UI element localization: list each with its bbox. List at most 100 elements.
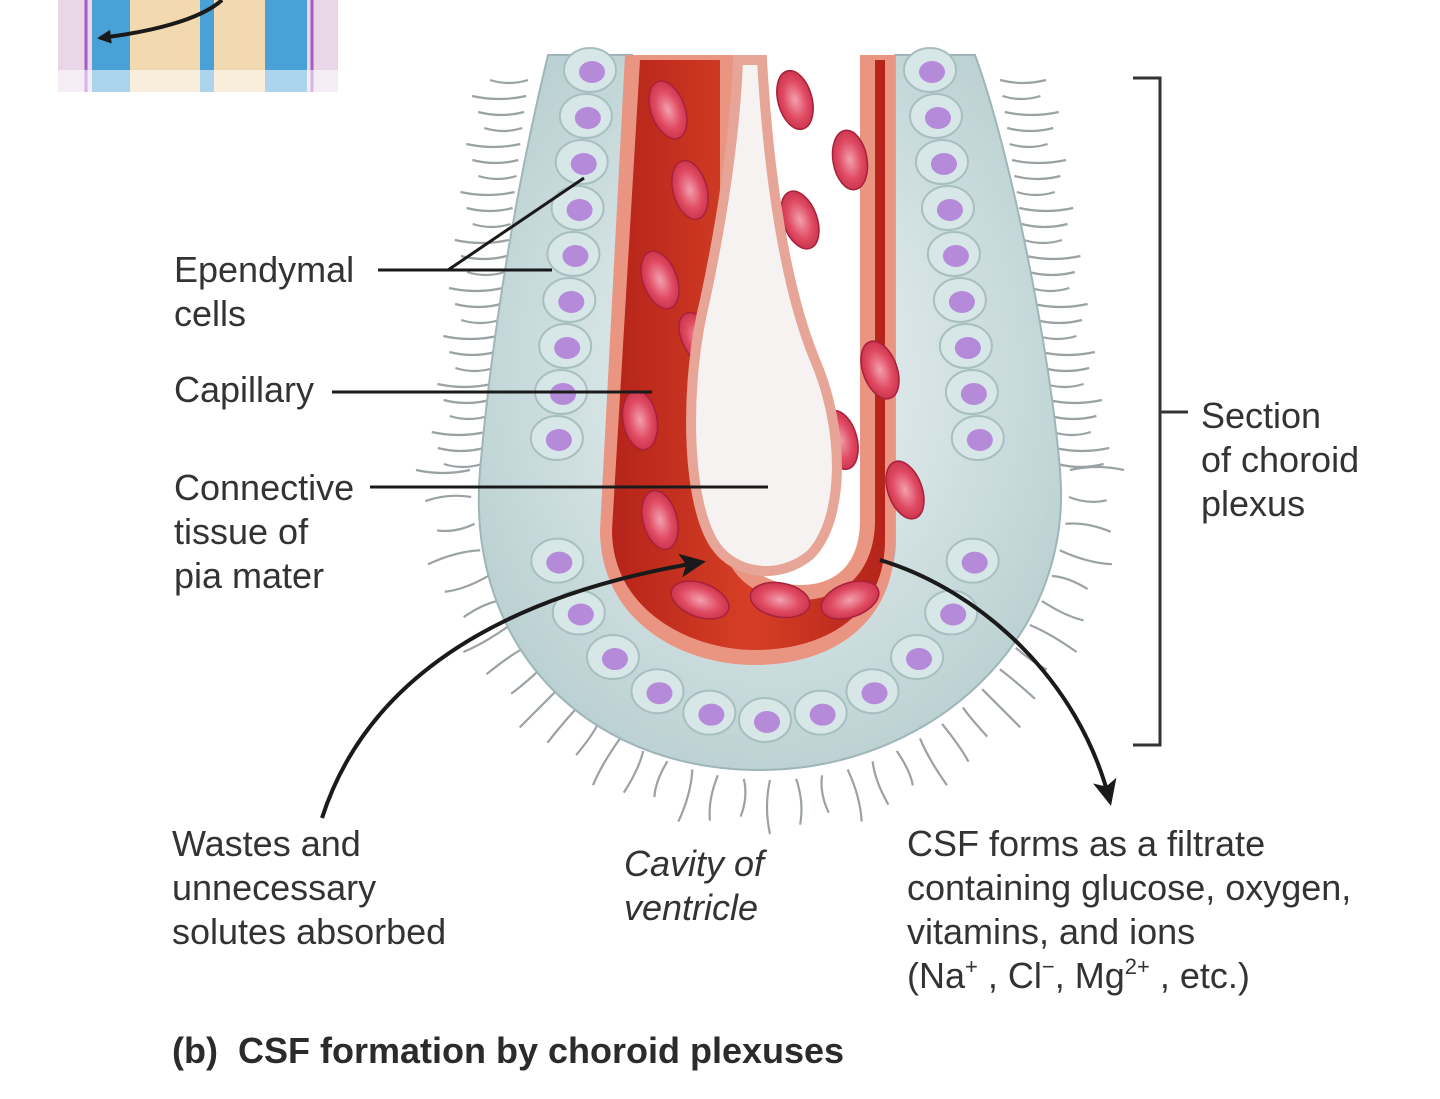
cilium [677, 769, 694, 823]
cilium [437, 446, 485, 453]
cilium [436, 522, 476, 533]
cilium [918, 738, 948, 786]
ions-chloride: , Cl [977, 955, 1042, 996]
cell-nucleus [809, 703, 836, 726]
cilium [1065, 522, 1112, 533]
cavity-label-line-2: ventricle [624, 887, 759, 928]
cilia [415, 78, 1125, 835]
cilium [1047, 398, 1103, 405]
cilium [1023, 238, 1063, 245]
cell-nucleus [930, 153, 957, 175]
cell-nucleus [924, 107, 951, 129]
cilium [1004, 110, 1060, 117]
cilium [941, 723, 970, 763]
cilium [443, 462, 483, 469]
cilium [477, 110, 525, 117]
caption-text: CSF formation by choroid plexuses [237, 1030, 845, 1071]
connective-label-line-2: tissue of [174, 511, 309, 552]
cilium [478, 174, 517, 181]
cilium [449, 414, 489, 421]
cilium [1050, 414, 1097, 421]
section-label-line-2: of choroid [1201, 439, 1360, 480]
wastes-label-line-1: Wastes and [172, 823, 361, 864]
cilium [518, 688, 559, 729]
cell-nucleus [942, 245, 969, 267]
cilium [449, 350, 496, 357]
cilium [575, 723, 599, 756]
cilium [591, 737, 621, 786]
cell-nucleus [961, 551, 988, 574]
cilium [708, 774, 719, 821]
section-of-choroid-plexus-label: Section of choroid plexus [1201, 394, 1359, 526]
cilium [427, 549, 481, 566]
cilium [483, 126, 523, 133]
cilium [443, 334, 498, 341]
cilium [444, 575, 489, 593]
section-label-line-3: plexus [1201, 483, 1306, 524]
wastes-absorbed-label: Wastes and unnecessary solutes absorbed [172, 822, 446, 954]
leader-lines [332, 176, 768, 489]
figure-caption: (b) CSF formation by choroid plexuses [172, 1030, 844, 1072]
cilium [895, 750, 914, 786]
cilium [1052, 430, 1092, 437]
cell-nucleus [646, 682, 673, 705]
cilium [510, 668, 541, 695]
red-blood-cell [885, 460, 925, 520]
cell-nucleus [601, 648, 628, 671]
section-bracket [1133, 76, 1188, 747]
cell-nucleus [562, 245, 589, 267]
cilium [437, 382, 492, 389]
wastes-label-line-3: solutes absorbed [172, 911, 447, 952]
cilium [546, 706, 578, 744]
capillary-label-text: Capillary [174, 369, 315, 410]
cell-nucleus [570, 153, 597, 175]
cell-nucleus [861, 682, 888, 705]
cavity-label-line-1: Cavity of [624, 843, 765, 884]
cilium [466, 206, 513, 213]
cilium [765, 779, 772, 835]
cilium [961, 706, 989, 738]
connective-label-line-1: Connective [174, 467, 355, 508]
cilium [1054, 446, 1110, 453]
red-blood-cell [749, 581, 811, 619]
cilium [846, 768, 863, 822]
red-blood-cell [831, 129, 869, 191]
cilium [999, 78, 1047, 85]
cilium [472, 158, 519, 165]
cilium [466, 142, 521, 149]
red-blood-cells [621, 69, 925, 620]
cell-nucleus [754, 711, 780, 733]
cilium [1068, 495, 1107, 503]
red-blood-cell [776, 69, 814, 131]
csf-formation-label: CSF forms as a filtrate containing gluco… [907, 822, 1351, 998]
connective-label-line-3: pia mater [174, 555, 325, 596]
red-blood-cell [670, 580, 730, 620]
cell-nucleus [574, 107, 601, 129]
csf-label-line-1: CSF forms as a filtrate [907, 823, 1266, 864]
wastes-label-line-2: unnecessary [172, 867, 377, 908]
cell-nucleus [940, 603, 967, 626]
cell-nucleus [546, 551, 573, 574]
ependymal-label-line-2: cells [174, 293, 247, 334]
capillary-label: Capillary [174, 368, 314, 412]
ions-open: (Na [907, 955, 966, 996]
cilium [471, 94, 527, 101]
red-blood-cell [640, 250, 680, 310]
cilium [415, 468, 471, 475]
cilium [1041, 600, 1084, 622]
cell-nucleus [567, 603, 594, 626]
csf-label-line-2: containing glucose, oxygen, [907, 867, 1352, 908]
cilium [1026, 254, 1081, 261]
cilium [622, 750, 645, 794]
cell-nucleus [545, 429, 572, 451]
cilium [1011, 158, 1067, 165]
cilium [1028, 270, 1076, 277]
cell-nucleus [566, 199, 593, 221]
cilium [1038, 334, 1077, 341]
cell-nucleus [966, 429, 993, 451]
csf-ions-line: (Na+ , Cl−, Mg2+ , etc.) [907, 954, 1351, 998]
csf-label-line-3: vitamins, and ions [907, 911, 1196, 952]
cilium [1042, 366, 1090, 373]
